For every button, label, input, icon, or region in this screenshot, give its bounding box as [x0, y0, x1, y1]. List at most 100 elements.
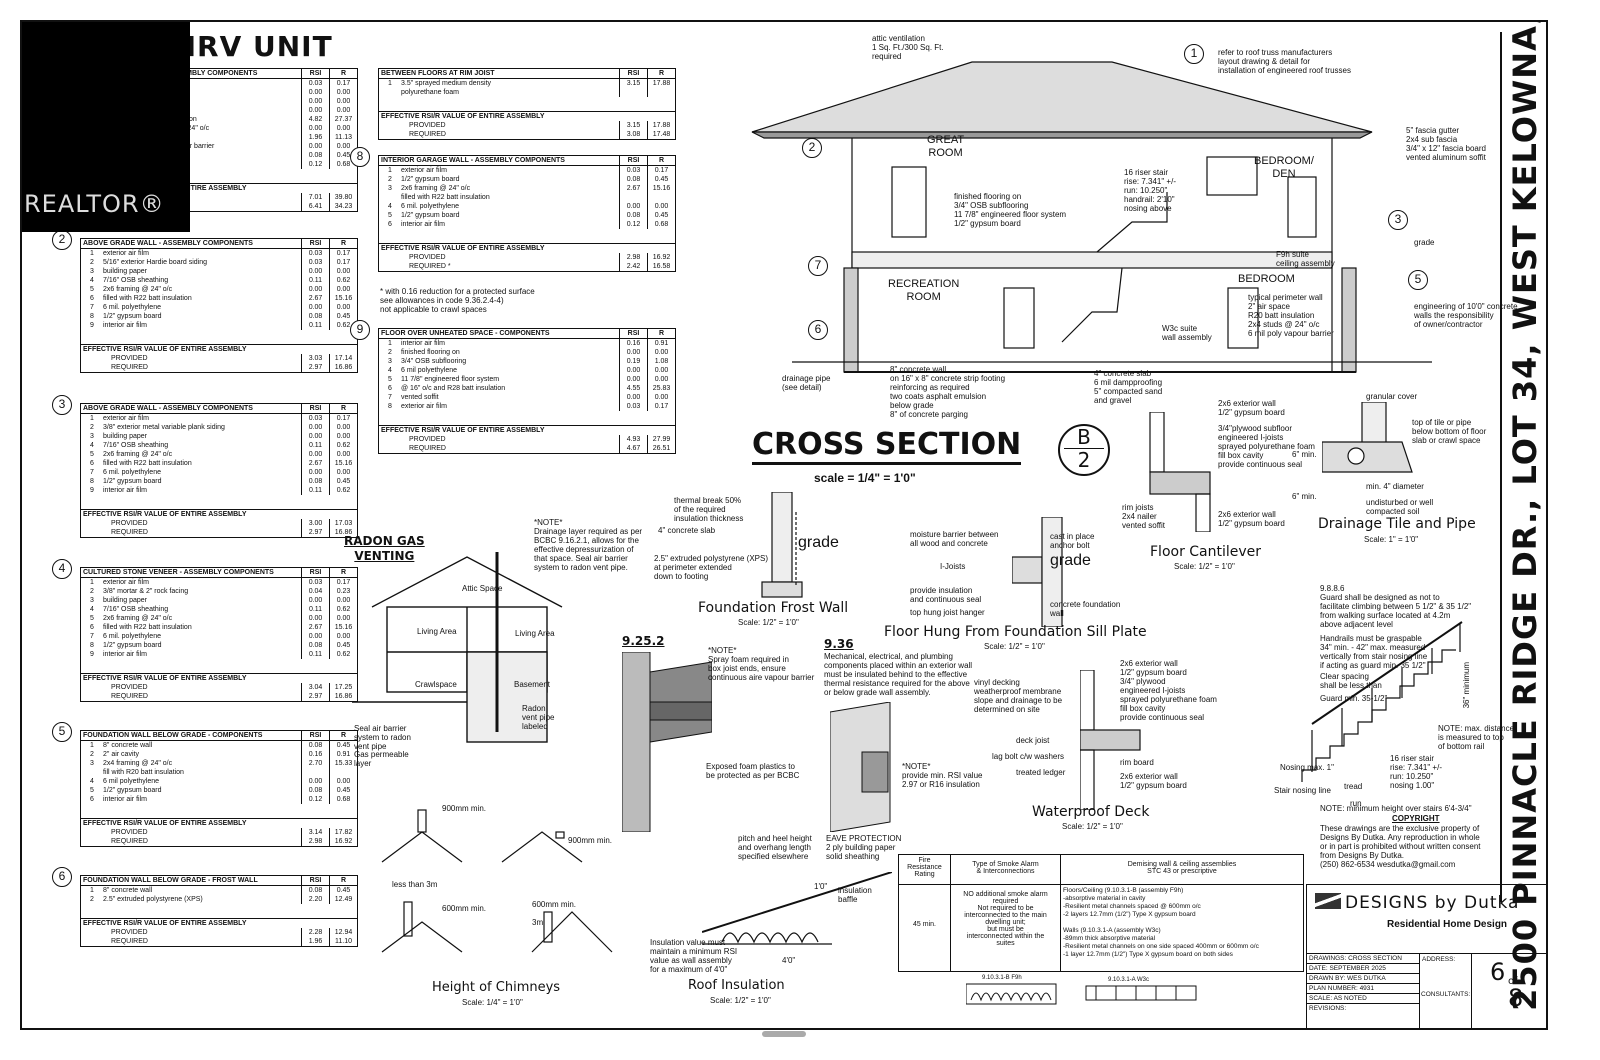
scroll-handle[interactable]	[762, 1031, 806, 1037]
section-tag-bottom: 2	[1064, 448, 1104, 471]
room-great: GREAT ROOM	[927, 134, 965, 159]
chimney-label-6: 3m	[532, 918, 544, 927]
roof-label-pitch: pitch and heel height and overhang lengt…	[738, 834, 812, 861]
deck-label-rim: rim board	[1120, 758, 1154, 767]
note-w3c: W3c suite wall assembly	[1162, 324, 1212, 342]
frost-wall-drawing	[761, 492, 803, 598]
drawing-sheet: REALTOR® WITH HRV UNIT CEILING BELOW ATT…	[20, 20, 1548, 1030]
note-f9h: F9h suite ceiling assembly	[1276, 250, 1335, 268]
callout-5: 5	[1408, 270, 1428, 290]
drain-label-soil: undisturbed or well compacted soil	[1366, 498, 1434, 516]
fire-h1: Fire Resistance Rating	[899, 855, 951, 885]
schedule-effective-label: EFFECTIVE RSI/R VALUE OF ENTIRE ASSEMBLY	[379, 425, 675, 435]
guard-label-36: 36" minimum	[1462, 662, 1471, 709]
d9252-note: *NOTE* Spray foam required in box joist …	[708, 646, 815, 682]
note-eng10: engineering of 10'0" concrete walls the …	[1414, 302, 1518, 329]
assembly-schedule-left-5: FOUNDATION WALL BELOW GRADE - FROST WALL…	[80, 875, 358, 947]
section-tag-top: B	[1077, 425, 1091, 449]
chimney-label-3: less than 3m	[392, 880, 438, 889]
chimney-drawing	[381, 809, 613, 953]
sill-label-hanger: top hung joist hanger	[910, 608, 985, 617]
schedule-callout-2: 2	[52, 230, 72, 250]
drain-label-cover: granular cover	[1366, 392, 1418, 401]
note-fascia: 5" fascia gutter 2x4 sub fascia 3/4" x 1…	[1406, 126, 1486, 162]
drain-label-top: top of tile or pipe below bottom of floo…	[1412, 418, 1487, 445]
roof-scale: Scale: 1/2" = 1'0"	[710, 996, 771, 1005]
cant-label-1: 2x6 exterior wall 1/2" gypsum board	[1218, 399, 1285, 417]
title-block: DESIGNS by Dutka Residential Home Design…	[1306, 884, 1546, 1028]
tb-consultants: CONSULTANTS:	[1421, 991, 1471, 998]
guard-label-handrail: Handrails must be graspable 34" min. - 4…	[1320, 634, 1428, 670]
radon-label-attic: Attic Space	[462, 584, 503, 593]
chimney-label-4: 600mm min.	[442, 904, 487, 913]
frost-label-slab: 4" concrete slab	[658, 526, 716, 535]
radon-drawing	[352, 552, 563, 743]
assembly-schedule-mid-1: INTERIOR GARAGE WALL - ASSEMBLY COMPONEN…	[378, 155, 676, 272]
schedule-effective-label: EFFECTIVE RSI/R VALUE OF ENTIRE ASSEMBLY	[81, 818, 357, 828]
cant-label-3: rim joists 2x4 nailer vented soffit	[1122, 503, 1165, 530]
fire-rating: 45 min.	[899, 885, 951, 971]
drain-label-6a: 6" min.	[1292, 450, 1317, 459]
schedule-callout-5: 5	[52, 722, 72, 742]
section-scale: scale = 1/4" = 1'0"	[814, 471, 916, 485]
schedule-callout-4: 4	[52, 559, 72, 579]
note-truss: refer to roof truss manufacturers layout…	[1218, 48, 1351, 75]
radon-label-basement: Basement	[514, 680, 551, 689]
deck-label-vinyl: vinyl decking weatherproof membrane slop…	[974, 678, 1063, 714]
schedule-effective-label: EFFECTIVE RSI/R VALUE OF ENTIRE ASSEMBLY	[81, 673, 357, 683]
note-slab: 4" concrete slab 6 mil dampproofing 5" c…	[1094, 369, 1163, 405]
deck-label-ledger: treated ledger	[1016, 768, 1066, 777]
d936-note2: *NOTE* provide min. RSI value 2.97 or R1…	[902, 762, 983, 789]
drain-title: Drainage Tile and Pipe	[1318, 516, 1476, 532]
guard-label-stair: 16 riser stair rise: 7.341" +/- run: 10.…	[1390, 754, 1442, 790]
deck-scale: Scale: 1/2" = 1'0"	[1062, 822, 1123, 831]
vertical-address-text: 2500 PINNACLE RIDGE DR., LOT 34, WEST KE…	[1506, 20, 1544, 1011]
guard-note: NOTE: minimum height over stairs 6'4-3/4…	[1320, 804, 1472, 813]
guard-label-9886: 9.8.8.6 Guard shall be designed as not t…	[1320, 584, 1472, 629]
copyright-text: These drawings are the exclusive propert…	[1320, 824, 1481, 869]
d9252-drawing	[622, 652, 712, 832]
radon-label-living1: Living Area	[417, 627, 457, 636]
sill-title: Floor Hung From Foundation Sill Plate	[884, 624, 1147, 640]
guard-label-run: run	[1350, 799, 1362, 808]
radon-label-seal: Seal air barrier system to radon vent pi…	[354, 724, 411, 751]
note-perimeter: typical perimeter wall 2" air space R20 …	[1248, 293, 1334, 338]
roof-title: Roof Insulation	[688, 978, 785, 993]
schedule-callout-9: 9	[350, 320, 370, 340]
chimney-label-5: 600mm min.	[532, 900, 577, 909]
schedule-header: CULTURED STONE VENEER - ASSEMBLY COMPONE…	[81, 568, 357, 578]
schedule-effective-label: EFFECTIVE RSI/R VALUE OF ENTIRE ASSEMBLY	[81, 344, 357, 354]
